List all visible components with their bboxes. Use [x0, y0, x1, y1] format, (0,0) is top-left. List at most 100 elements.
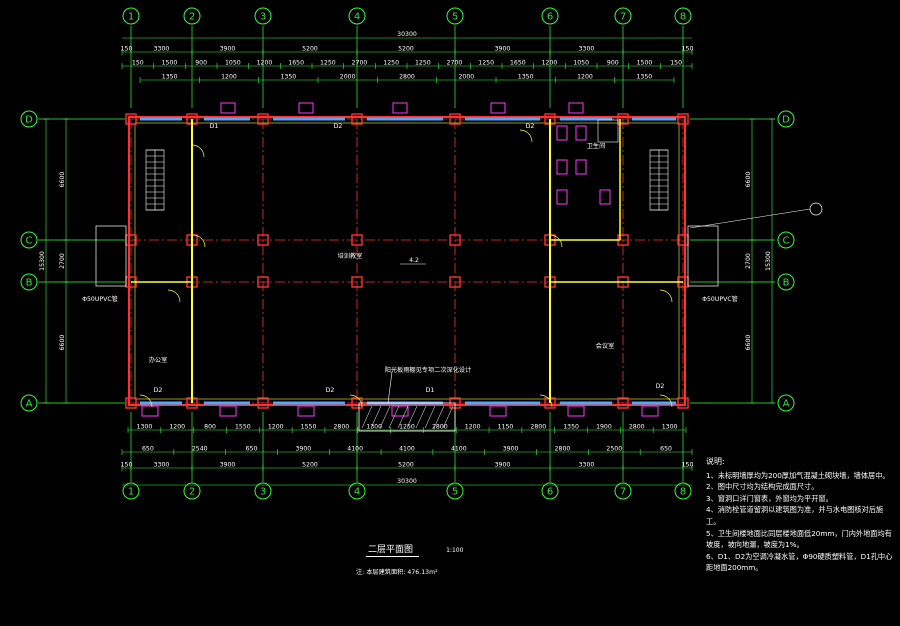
side-shaft: [95, 225, 127, 287]
structural-column: [351, 276, 363, 288]
dim-bottom-row1-text: 1250: [399, 424, 415, 431]
axis-label: D: [25, 115, 33, 126]
note-item: 1、未标明墙厚均为200厚加气混凝土砌块墙，墙体居中。: [706, 470, 890, 480]
axis-bubble: [122, 7, 140, 25]
dim-bottom-row1-text: 1300: [662, 424, 678, 431]
structural-column: [257, 234, 269, 246]
dim-top-row3-text: 1350: [636, 74, 652, 81]
drawing-title-block: 二层平面图 1:100 注: 本层建筑面积: 476.13m²: [356, 537, 464, 576]
door-tag: D2: [526, 123, 535, 130]
dim-row-text: 150: [682, 46, 694, 53]
dim-row-text: 3300: [579, 46, 595, 53]
door-swing: [519, 129, 533, 143]
ac-unit: [490, 102, 506, 114]
dim-left-total-text: 15300: [39, 251, 46, 271]
axis-label: B: [26, 278, 33, 289]
ac-unit: [391, 405, 409, 417]
dim-total-text: 30300: [397, 31, 417, 38]
dim-top-row3-text: 1350: [280, 74, 296, 81]
exterior-wall: [128, 116, 686, 406]
dim-row-text: 150: [121, 462, 133, 469]
structural-column: [617, 113, 629, 125]
entrance-canopy: [358, 402, 456, 432]
wall-inner-line: [134, 122, 680, 400]
structural-column: [449, 113, 461, 125]
dim-bottom-row1-text: 1200: [268, 424, 284, 431]
axis-bubble: [122, 482, 140, 500]
door-tag: D2: [656, 383, 665, 390]
canopy-hatch: [388, 405, 400, 429]
dim-bottom-row1-text: 1550: [301, 424, 317, 431]
structural-column: [617, 397, 629, 409]
note-item: 4、消防栓管道留洞以建筑图为准，并与水电图核对后施工。: [706, 505, 884, 526]
axis-label: 5: [452, 12, 458, 23]
dim-row-text: 5200: [302, 462, 318, 469]
dim-row-text: 150: [121, 46, 133, 53]
axis-bubble: [674, 7, 692, 25]
structural-column: [257, 397, 269, 409]
area-note: 注: 本层建筑面积: 476.13m²: [356, 569, 438, 576]
axis-label: 1: [128, 12, 134, 23]
structural-column: [351, 234, 363, 246]
dim-top-row2-text: 1500: [637, 60, 653, 67]
dim-top-row2-text: 1650: [288, 60, 304, 67]
door-swing: [659, 394, 673, 408]
ac-unit: [297, 405, 315, 417]
structural-column: [677, 397, 689, 409]
axis-label: D: [782, 115, 790, 126]
dim-top-row2-text: 1250: [478, 60, 494, 67]
drawing-scale: 1:100: [446, 547, 464, 554]
dim-top-row3-text: 1350: [162, 74, 178, 81]
structural-column: [125, 113, 137, 125]
axis-label: 2: [189, 12, 195, 23]
structural-column: [449, 234, 461, 246]
dim-top-row2-text: 900: [607, 60, 619, 67]
door-swing: [167, 289, 181, 303]
axis-bubble: [183, 482, 201, 500]
axis-label: 6: [547, 487, 553, 498]
dim-bottom-row1-text: 1300: [137, 424, 153, 431]
axis-label: 4: [354, 12, 360, 23]
axis-bubble: [446, 7, 464, 25]
axis-label: 2: [189, 487, 195, 498]
axis-bubble: [183, 7, 201, 25]
structural-column: [257, 276, 269, 288]
dim-row-text: 3900: [220, 46, 236, 53]
dim-bottom-row1-text: 2800: [530, 424, 546, 431]
dim-bottom-row2-text: 650: [142, 446, 154, 453]
dim-left-text: 6600: [59, 172, 66, 188]
dim-top-row2-text: 900: [195, 60, 207, 67]
level-mark: 4.2: [409, 257, 419, 264]
sanitary-fixture: [556, 189, 568, 205]
canopy-hatch: [370, 405, 382, 429]
dim-right-total-text: 15300: [765, 251, 772, 271]
axis-bubble: [254, 7, 272, 25]
notes-heading: 说明:: [706, 457, 725, 466]
axis-label: 3: [260, 12, 266, 23]
ac-unit: [568, 102, 584, 114]
side-shaft: [687, 225, 719, 287]
door-swing: [349, 394, 363, 408]
dim-bottom-row2-text: 4100: [347, 446, 363, 453]
dim-bottom-row2-text: 2800: [555, 446, 571, 453]
door-swing: [659, 289, 673, 303]
dim-top-row2-text: 1200: [542, 60, 558, 67]
pipe-note-left: Φ50UPVC管: [82, 295, 118, 303]
axis-label: 7: [620, 12, 626, 23]
dim-top-row3-text: 1350: [518, 74, 534, 81]
canopy-hatch: [361, 405, 373, 429]
dim-top-row2-text: 1500: [162, 60, 178, 67]
axis-bubble: [777, 231, 795, 249]
room-label-restroom: 卫生间: [587, 142, 606, 150]
dim-row-text: 5200: [302, 46, 318, 53]
canopy-hatch: [397, 405, 409, 429]
axis-bubble: [777, 273, 795, 291]
dim-row-text: 5200: [398, 46, 414, 53]
axis-bubble: [541, 482, 559, 500]
canopy-hatch: [433, 405, 445, 429]
sanitary-fixture: [556, 159, 568, 175]
axis-label: 5: [452, 487, 458, 498]
structural-column: [257, 113, 269, 125]
dim-right-text: 2700: [745, 253, 752, 269]
